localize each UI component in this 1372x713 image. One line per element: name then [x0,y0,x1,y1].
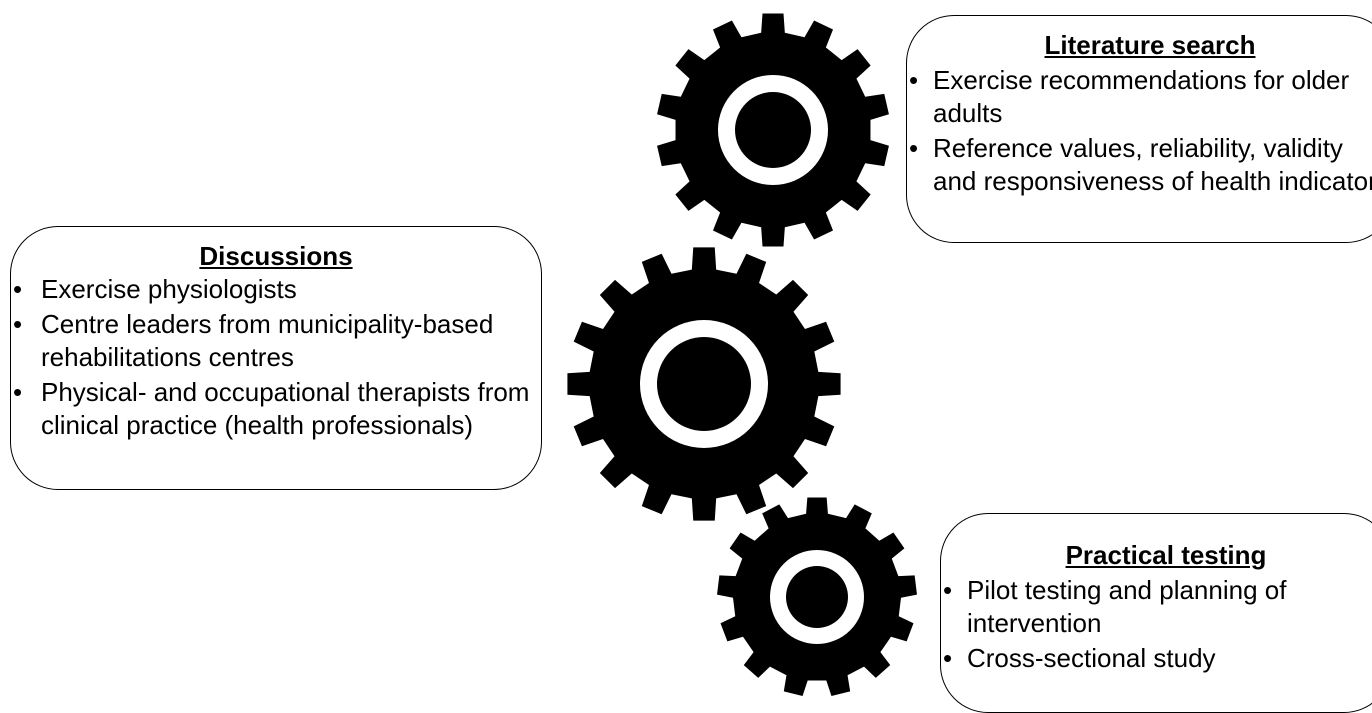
list-item: • Reference values, reliability, validit… [907,132,1372,198]
bullet-icon: • [909,133,919,163]
list-item-text: Centre leaders from municipality-based r… [41,309,494,372]
bullet-icon: • [909,65,919,95]
list-item: • Physical- and occupational therapists … [11,376,541,442]
gear-hub [657,337,751,431]
gear-icon [657,13,889,247]
literature-search-box: Literature search • Exercise recommendat… [906,15,1372,243]
list-item-text: Physical- and occupational therapists fr… [41,377,530,440]
list-item-text: Pilot testing and planning of interventi… [967,575,1287,638]
discussions-box: Discussions • Exercise physiologists • C… [10,226,542,490]
gear-icon [717,497,917,696]
discussions-title: Discussions [199,241,353,271]
bullet-icon: • [943,575,953,605]
bullet-icon: • [13,309,23,339]
list-item: • Cross-sectional study [941,642,1372,675]
practical-testing-list: • Pilot testing and planning of interven… [941,574,1372,675]
list-item-text: Reference values, reliability, validity … [933,133,1372,196]
list-item-text: Exercise recommendations for older adult… [933,65,1350,128]
literature-search-list: • Exercise recommendations for older adu… [907,64,1372,198]
bullet-icon: • [13,274,23,304]
bullet-icon: • [943,643,953,673]
gear-icon [567,247,841,521]
list-item-text: Exercise physiologists [41,274,297,304]
gear-hub [786,566,848,628]
gear-hub [735,92,811,168]
list-item-text: Cross-sectional study [967,643,1216,673]
literature-search-title: Literature search [1044,30,1256,60]
list-item: • Pilot testing and planning of interven… [941,574,1372,640]
list-item: • Exercise physiologists [11,273,541,306]
practical-testing-box: Practical testing • Pilot testing and pl… [940,513,1372,713]
list-item: • Centre leaders from municipality-based… [11,308,541,374]
practical-testing-title: Practical testing [1065,540,1267,570]
list-item: • Exercise recommendations for older adu… [907,64,1372,130]
discussions-list: • Exercise physiologists • Centre leader… [11,273,541,442]
bullet-icon: • [13,377,23,407]
